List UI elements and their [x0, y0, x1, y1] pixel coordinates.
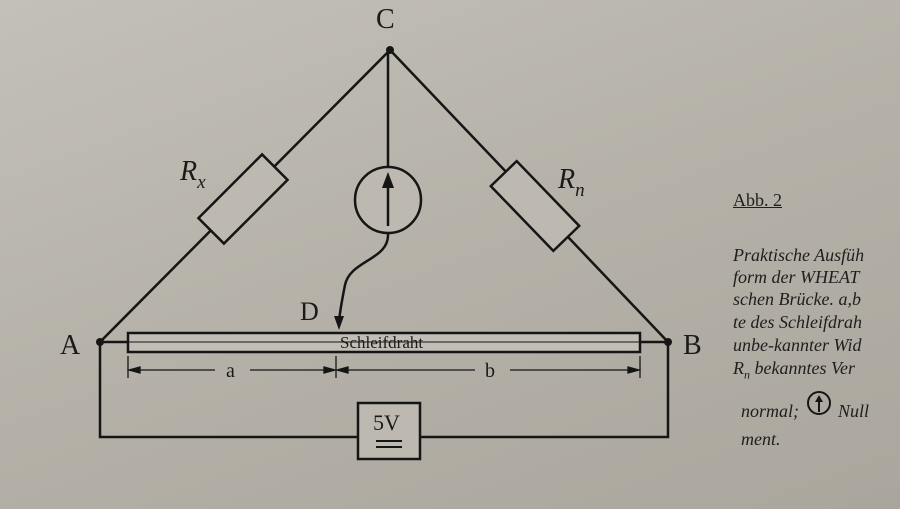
caption-line: ment.: [741, 429, 781, 449]
voltage-source: [356, 401, 422, 461]
segment-a-label: a: [226, 360, 235, 382]
segment-b-label: b: [485, 360, 495, 382]
svg-text:Rx: Rx: [179, 156, 206, 193]
rn-subscript: n: [575, 180, 585, 201]
resistor-rx: [196, 152, 290, 246]
node-b-dot: [664, 338, 672, 346]
resistor-rn: [489, 159, 581, 253]
node-a-dot: [96, 338, 104, 346]
caption-line: te des Schleifdrah: [733, 312, 862, 332]
galvanometer-arrow-icon: [382, 172, 394, 188]
caption-line: form der WHEAT: [733, 267, 860, 287]
wire-bottom-loop-left: [98, 342, 358, 439]
node-c-label: C: [376, 4, 395, 35]
rx-subscript: x: [196, 172, 206, 193]
wire-bottom-loop-right: [420, 342, 670, 439]
caption-line: Rn bekanntes Ver: [733, 357, 855, 386]
caption-line: unbe-kannter Wid: [733, 335, 862, 355]
slider-arrow-icon: [334, 316, 344, 330]
node-c-dot: [386, 46, 394, 54]
caption-line: schen Brücke. a,b: [733, 289, 861, 309]
caption-normal: normal;: [741, 401, 799, 422]
slide-wire-label: Schleifdraht: [340, 333, 423, 352]
svg-text:Rn: Rn: [557, 164, 585, 201]
rn-label: R: [557, 164, 575, 195]
galvanometer-symbol-icon: [806, 391, 831, 415]
rx-label: R: [179, 156, 197, 187]
caption-null: Null: [838, 401, 870, 422]
figure-label: Abb. 2: [733, 190, 782, 210]
caption-line: normal; Null: [741, 391, 870, 426]
caption-line: Praktische Ausfüh: [733, 245, 865, 265]
node-a-label: A: [60, 330, 81, 361]
wire-galvanometer-d: [337, 232, 390, 323]
source-voltage-label: 5V: [373, 410, 400, 435]
caption-rn: R: [733, 358, 744, 378]
caption-rn-text: bekanntes Ver: [754, 358, 855, 378]
caption-rn-sub: n: [744, 367, 750, 382]
node-b-label: B: [683, 330, 702, 361]
node-d-label: D: [300, 297, 319, 326]
